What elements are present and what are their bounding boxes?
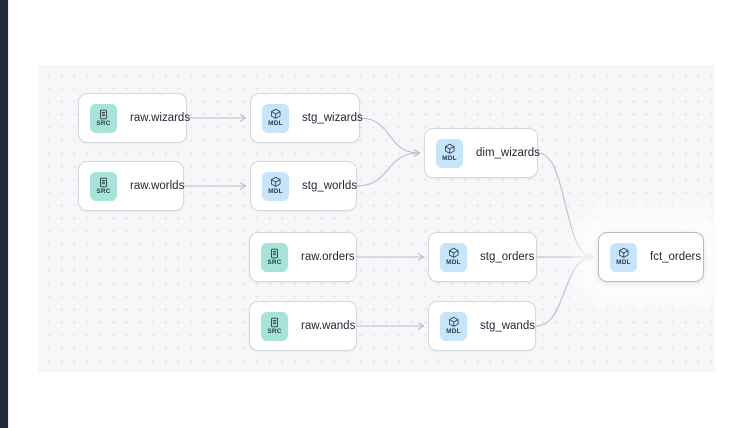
node-type-badge-mdl: MDL xyxy=(262,171,289,201)
edge-arrowhead-stg_wands xyxy=(417,322,425,330)
node-label: stg_wizards xyxy=(302,112,363,124)
cube-icon xyxy=(444,143,456,155)
node-label: raw.orders xyxy=(301,251,355,263)
badge-label: SRC xyxy=(267,258,282,266)
node-type-badge-mdl: MDL xyxy=(610,242,637,272)
graph-node-raw_worlds[interactable]: SRC raw.worlds xyxy=(78,161,184,211)
edge-arrowhead-stg_worlds xyxy=(239,182,247,190)
node-label: dim_wizards xyxy=(476,147,540,159)
left-rail-divider xyxy=(8,0,9,428)
cube-icon xyxy=(618,247,630,259)
node-label: raw.wizards xyxy=(130,112,191,124)
node-type-badge-src: SRC xyxy=(90,171,117,201)
node-type-badge-src: SRC xyxy=(90,103,117,133)
badge-label: SRC xyxy=(96,119,111,127)
node-label: fct_orders xyxy=(650,251,702,263)
node-label: stg_worlds xyxy=(302,180,357,192)
node-label: stg_wands xyxy=(480,320,535,332)
node-type-badge-mdl: MDL xyxy=(440,242,467,272)
database-icon xyxy=(98,109,109,120)
node-label: raw.wands xyxy=(301,320,356,332)
node-type-badge-mdl: MDL xyxy=(440,311,467,341)
database-icon xyxy=(269,317,280,328)
graph-node-raw_orders[interactable]: SRC raw.orders xyxy=(249,232,357,282)
badge-label: MDL xyxy=(268,187,283,195)
graph-node-dim_wizards[interactable]: MDL dim_wizards xyxy=(424,128,540,178)
badge-label: SRC xyxy=(96,187,111,195)
badge-label: MDL xyxy=(446,327,461,335)
badge-label: MDL xyxy=(442,154,457,162)
node-type-badge-mdl: MDL xyxy=(262,103,289,133)
edge-arrowhead-stg_wizards xyxy=(239,114,247,122)
node-type-badge-src: SRC xyxy=(261,242,288,272)
badge-label: MDL xyxy=(616,258,631,266)
edge-stg_worlds-to-dim_wizards xyxy=(356,152,420,187)
graph-node-stg_wands[interactable]: MDL stg_wands xyxy=(428,301,536,351)
node-type-badge-mdl: MDL xyxy=(436,138,463,168)
badge-label: SRC xyxy=(267,327,282,335)
cube-icon xyxy=(448,247,460,259)
graph-node-raw_wizards[interactable]: SRC raw.wizards xyxy=(78,93,191,143)
graph-node-stg_worlds[interactable]: MDL stg_worlds xyxy=(250,161,357,211)
database-icon xyxy=(98,177,109,188)
cube-icon xyxy=(448,316,460,328)
edge-arrowhead-dim_wizards xyxy=(413,149,421,157)
graph-node-stg_orders[interactable]: MDL stg_orders xyxy=(428,232,537,282)
node-label: raw.worlds xyxy=(130,180,185,192)
graph-node-stg_wizards[interactable]: MDL stg_wizards xyxy=(250,93,363,143)
graph-node-raw_wands[interactable]: SRC raw.wands xyxy=(249,301,357,351)
badge-label: MDL xyxy=(268,119,283,127)
edge-stg_wizards-to-dim_wizards xyxy=(359,117,420,154)
cube-icon xyxy=(270,176,282,188)
edge-arrowhead-dim_wizards xyxy=(413,149,421,157)
badge-label: MDL xyxy=(446,258,461,266)
left-rail xyxy=(0,0,8,428)
node-label: stg_orders xyxy=(480,251,535,263)
edge-arrowhead-stg_orders xyxy=(417,253,425,261)
graph-node-fct_orders[interactable]: MDL fct_orders xyxy=(598,232,704,282)
cube-icon xyxy=(270,108,282,120)
database-icon xyxy=(269,248,280,259)
node-type-badge-src: SRC xyxy=(261,311,288,341)
